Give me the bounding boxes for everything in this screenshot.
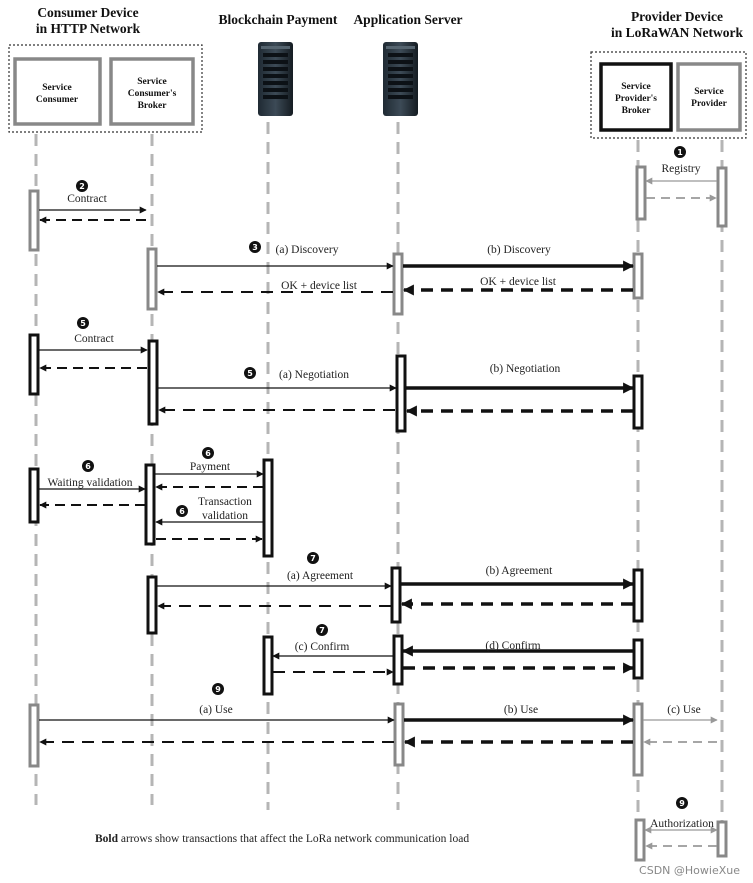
header-consumer-device-line1: Consumer Device: [37, 5, 138, 20]
activation-bar: [632, 252, 644, 300]
header-provider-device-line2: in LoRaWAN Network: [611, 25, 743, 40]
activation-bar: [28, 467, 40, 524]
step-badge-3: 3: [249, 241, 261, 253]
activation-bar: [146, 575, 158, 635]
label-agreement-a: (a) Agreement: [287, 570, 354, 582]
label-discovery-b: (b) Discovery: [487, 244, 551, 256]
step-number: 3: [252, 243, 258, 252]
activation-bar: [147, 339, 159, 426]
activation-bar: [28, 703, 40, 768]
step-number: 5: [80, 319, 86, 328]
service-provider-label-1: Service: [694, 87, 724, 97]
step-badge-7: 7: [307, 552, 319, 564]
step-badge-9: 9: [212, 683, 224, 695]
activation-bar: [632, 702, 644, 777]
label-contract: Contract: [67, 193, 107, 205]
label-agreement-b: (b) Agreement: [486, 565, 554, 577]
label-negotiation-b: (b) Negotiation: [490, 363, 561, 375]
footnote-rest: arrows show transactions that affect the…: [118, 833, 469, 845]
provider-device-group: [590, 51, 747, 139]
activation-bar: [392, 252, 404, 316]
watermark: CSDN @HowieXue: [639, 864, 740, 877]
label-use-b: (b) Use: [504, 704, 538, 716]
activation-bar: [390, 566, 402, 624]
service-consumer-broker-box: Service Consumer's Broker: [109, 57, 195, 126]
label-use-a: (a) Use: [199, 704, 233, 716]
activation-bar: [262, 458, 274, 558]
header-consumer-device-line2: in HTTP Network: [36, 21, 141, 36]
step-badge-6-validation: 6: [176, 505, 188, 517]
service-provider-box: Service Provider: [676, 62, 742, 132]
label-confirm-c: (c) Confirm: [295, 641, 350, 653]
header-provider-device-line1: Provider Device: [631, 9, 723, 24]
application-server-icon: [383, 42, 418, 116]
blockchain-server-icon: [258, 42, 293, 116]
activation-bar: [392, 634, 404, 686]
step-number: 6: [205, 449, 211, 458]
step-number: 1: [677, 148, 683, 157]
activation-bar: [146, 247, 158, 311]
label-payment: Payment: [190, 461, 231, 473]
service-consumer-label-2: Consumer: [36, 95, 79, 105]
label-ok-device-list-a: OK + device list: [281, 280, 358, 292]
label-use-c: (c) Use: [667, 704, 701, 716]
activation-bar: [262, 635, 274, 696]
step-number: 6: [85, 462, 91, 471]
consumer-device-group: [8, 44, 203, 133]
activation-bar: [716, 820, 728, 858]
activation-bar: [28, 189, 40, 252]
header-application-server: Application Server: [353, 12, 462, 27]
provider-broker-label-3: Broker: [622, 106, 652, 116]
label-contract-5: Contract: [74, 333, 114, 345]
label-waiting-validation: Waiting validation: [48, 477, 133, 489]
activation-bar: [634, 818, 646, 862]
step-badge-9-authorization: 9: [676, 797, 688, 809]
header-blockchain-payment: Blockchain Payment: [219, 12, 338, 27]
activation-bar: [716, 166, 728, 228]
activation-bar: [632, 638, 644, 680]
activation-bar: [28, 333, 40, 396]
label-authorization: Authorization: [650, 818, 714, 830]
step-badge-5: 5: [77, 317, 89, 329]
label-ok-device-list-b: OK + device list: [480, 276, 557, 288]
step-badge-7-confirm: 7: [316, 624, 328, 636]
provider-broker-label-1: Service: [621, 82, 651, 92]
step-number: 9: [215, 685, 221, 694]
step-number: 9: [679, 799, 685, 808]
label-negotiation-a: (a) Negotiation: [279, 369, 349, 381]
provider-broker-label-2: Provider's: [615, 94, 657, 104]
footnote-bold: Bold: [95, 833, 119, 845]
step-badge-2: 2: [76, 180, 88, 192]
consumer-broker-label-3: Broker: [138, 101, 168, 111]
label-confirm-d: (d) Confirm: [485, 640, 540, 652]
step-number: 5: [247, 369, 253, 378]
activation-bar: [632, 374, 644, 430]
step-badge-6-payment: 6: [202, 447, 214, 459]
step-badge-6: 6: [82, 460, 94, 472]
service-consumer-label-1: Service: [42, 83, 72, 93]
activation-bar: [395, 354, 407, 433]
service-provider-broker-box: Service Provider's Broker: [599, 62, 673, 132]
label-validation: validation: [202, 510, 248, 522]
consumer-broker-label-1: Service: [137, 77, 167, 87]
activation-bar: [635, 165, 647, 221]
step-number: 2: [79, 182, 85, 191]
step-number: 7: [310, 554, 316, 563]
footnote: Bold arrows show transactions that affec…: [95, 833, 469, 845]
step-number: 7: [319, 626, 325, 635]
label-registry: Registry: [662, 163, 701, 175]
consumer-broker-label-2: Consumer's: [128, 89, 177, 99]
step-number: 6: [179, 507, 185, 516]
service-consumer-box: Service Consumer: [13, 57, 102, 126]
activation-bar: [393, 702, 405, 767]
service-provider-label-2: Provider: [691, 99, 727, 109]
label-discovery-a: (a) Discovery: [276, 244, 339, 256]
activation-bar: [144, 463, 156, 546]
step-badge-1: 1: [674, 146, 686, 158]
activation-bar: [632, 568, 644, 623]
label-transaction: Transaction: [198, 496, 252, 508]
step-badge-5-negotiation: 5: [244, 367, 256, 379]
